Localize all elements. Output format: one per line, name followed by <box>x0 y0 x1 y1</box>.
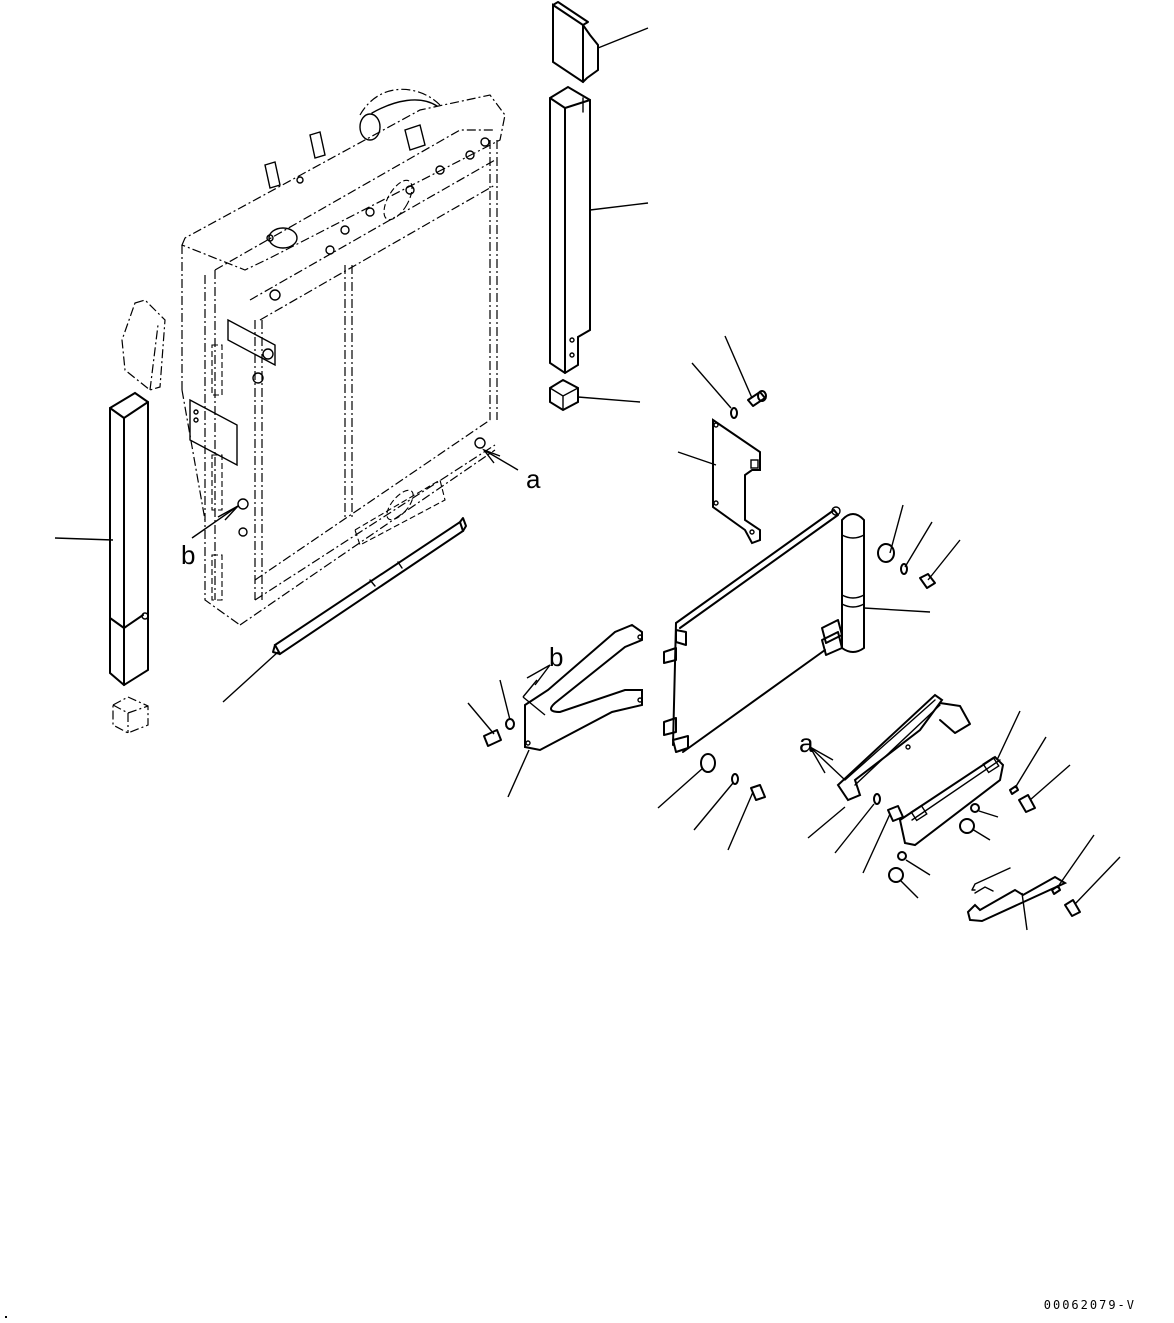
rubber-mount <box>877 543 895 563</box>
spring-washer <box>1009 785 1019 795</box>
bolt <box>750 784 766 801</box>
leader-line <box>467 702 495 735</box>
washer <box>900 563 908 575</box>
washer <box>731 773 739 785</box>
condenser-lower-bracket <box>524 623 643 752</box>
nut <box>959 818 975 834</box>
leader-line <box>927 539 961 581</box>
o-ring <box>970 803 980 813</box>
leader-line <box>862 813 891 874</box>
leader-line <box>724 335 753 399</box>
reference-label-b: b <box>181 540 195 570</box>
bolt <box>1018 794 1036 813</box>
electrical-component-bracket <box>836 693 971 802</box>
leader-line <box>807 806 846 839</box>
reference-a-radiator: a <box>481 448 541 494</box>
left-cover-cap-top <box>121 299 166 391</box>
leader-line <box>905 859 931 876</box>
condenser-upper-bracket <box>712 418 761 545</box>
relay-housing <box>898 755 1005 847</box>
spring-washer <box>1051 885 1061 895</box>
leader-line <box>996 710 1021 761</box>
leader-line <box>971 828 991 841</box>
leader-line <box>978 810 999 818</box>
bolt <box>1064 899 1081 917</box>
leader-line <box>222 651 279 703</box>
washer <box>505 718 515 730</box>
bolt <box>919 573 936 589</box>
reference-label-a: a <box>526 464 541 494</box>
leader-line <box>1029 764 1071 801</box>
bolt <box>747 390 767 407</box>
reference-label-b: b <box>549 642 563 672</box>
leader-line <box>693 782 734 831</box>
leader-line <box>834 803 875 854</box>
right-cover-cap-top <box>552 1 599 84</box>
reference-b-radiator: b <box>181 505 239 570</box>
reference-label-a: a <box>799 728 814 758</box>
radiator-assembly <box>181 88 506 626</box>
leader-line <box>1074 856 1121 905</box>
leader-line <box>1021 892 1028 931</box>
reference-a-component: a <box>799 728 846 781</box>
leader-line <box>677 451 717 466</box>
leader-line <box>889 504 904 554</box>
leader-line <box>904 521 933 568</box>
right-cover-cap-bottom <box>549 378 579 412</box>
receiver-drier-tank <box>821 513 865 656</box>
nut <box>888 867 904 883</box>
condenser-core <box>663 506 841 753</box>
leader-line <box>507 749 530 798</box>
leader-line <box>727 791 754 851</box>
rubber-mount <box>700 753 716 773</box>
o-ring <box>897 851 907 861</box>
leader-line <box>1056 834 1095 889</box>
right-side-cover <box>549 85 591 375</box>
left-cover-cap-bottom <box>112 696 149 734</box>
leader-line <box>863 607 931 613</box>
washer <box>730 407 738 419</box>
leader-line <box>899 879 919 899</box>
left-side-cover <box>109 391 149 687</box>
leader-line <box>54 537 114 541</box>
bottom-seal-strip <box>272 517 467 656</box>
leader-line <box>499 679 511 721</box>
washer <box>873 793 881 805</box>
leader-line <box>657 767 704 809</box>
leader-line <box>691 362 732 409</box>
drawing-code: 00062079-V <box>1043 1298 1136 1312</box>
leader-line <box>589 202 649 211</box>
corner-mark <box>5 1316 7 1318</box>
leader-line <box>1014 736 1047 789</box>
leader-line <box>597 27 649 49</box>
leader-line <box>577 396 641 403</box>
reference-b-bracket: b <box>522 642 563 716</box>
bottom-cover-plate <box>966 867 1068 923</box>
